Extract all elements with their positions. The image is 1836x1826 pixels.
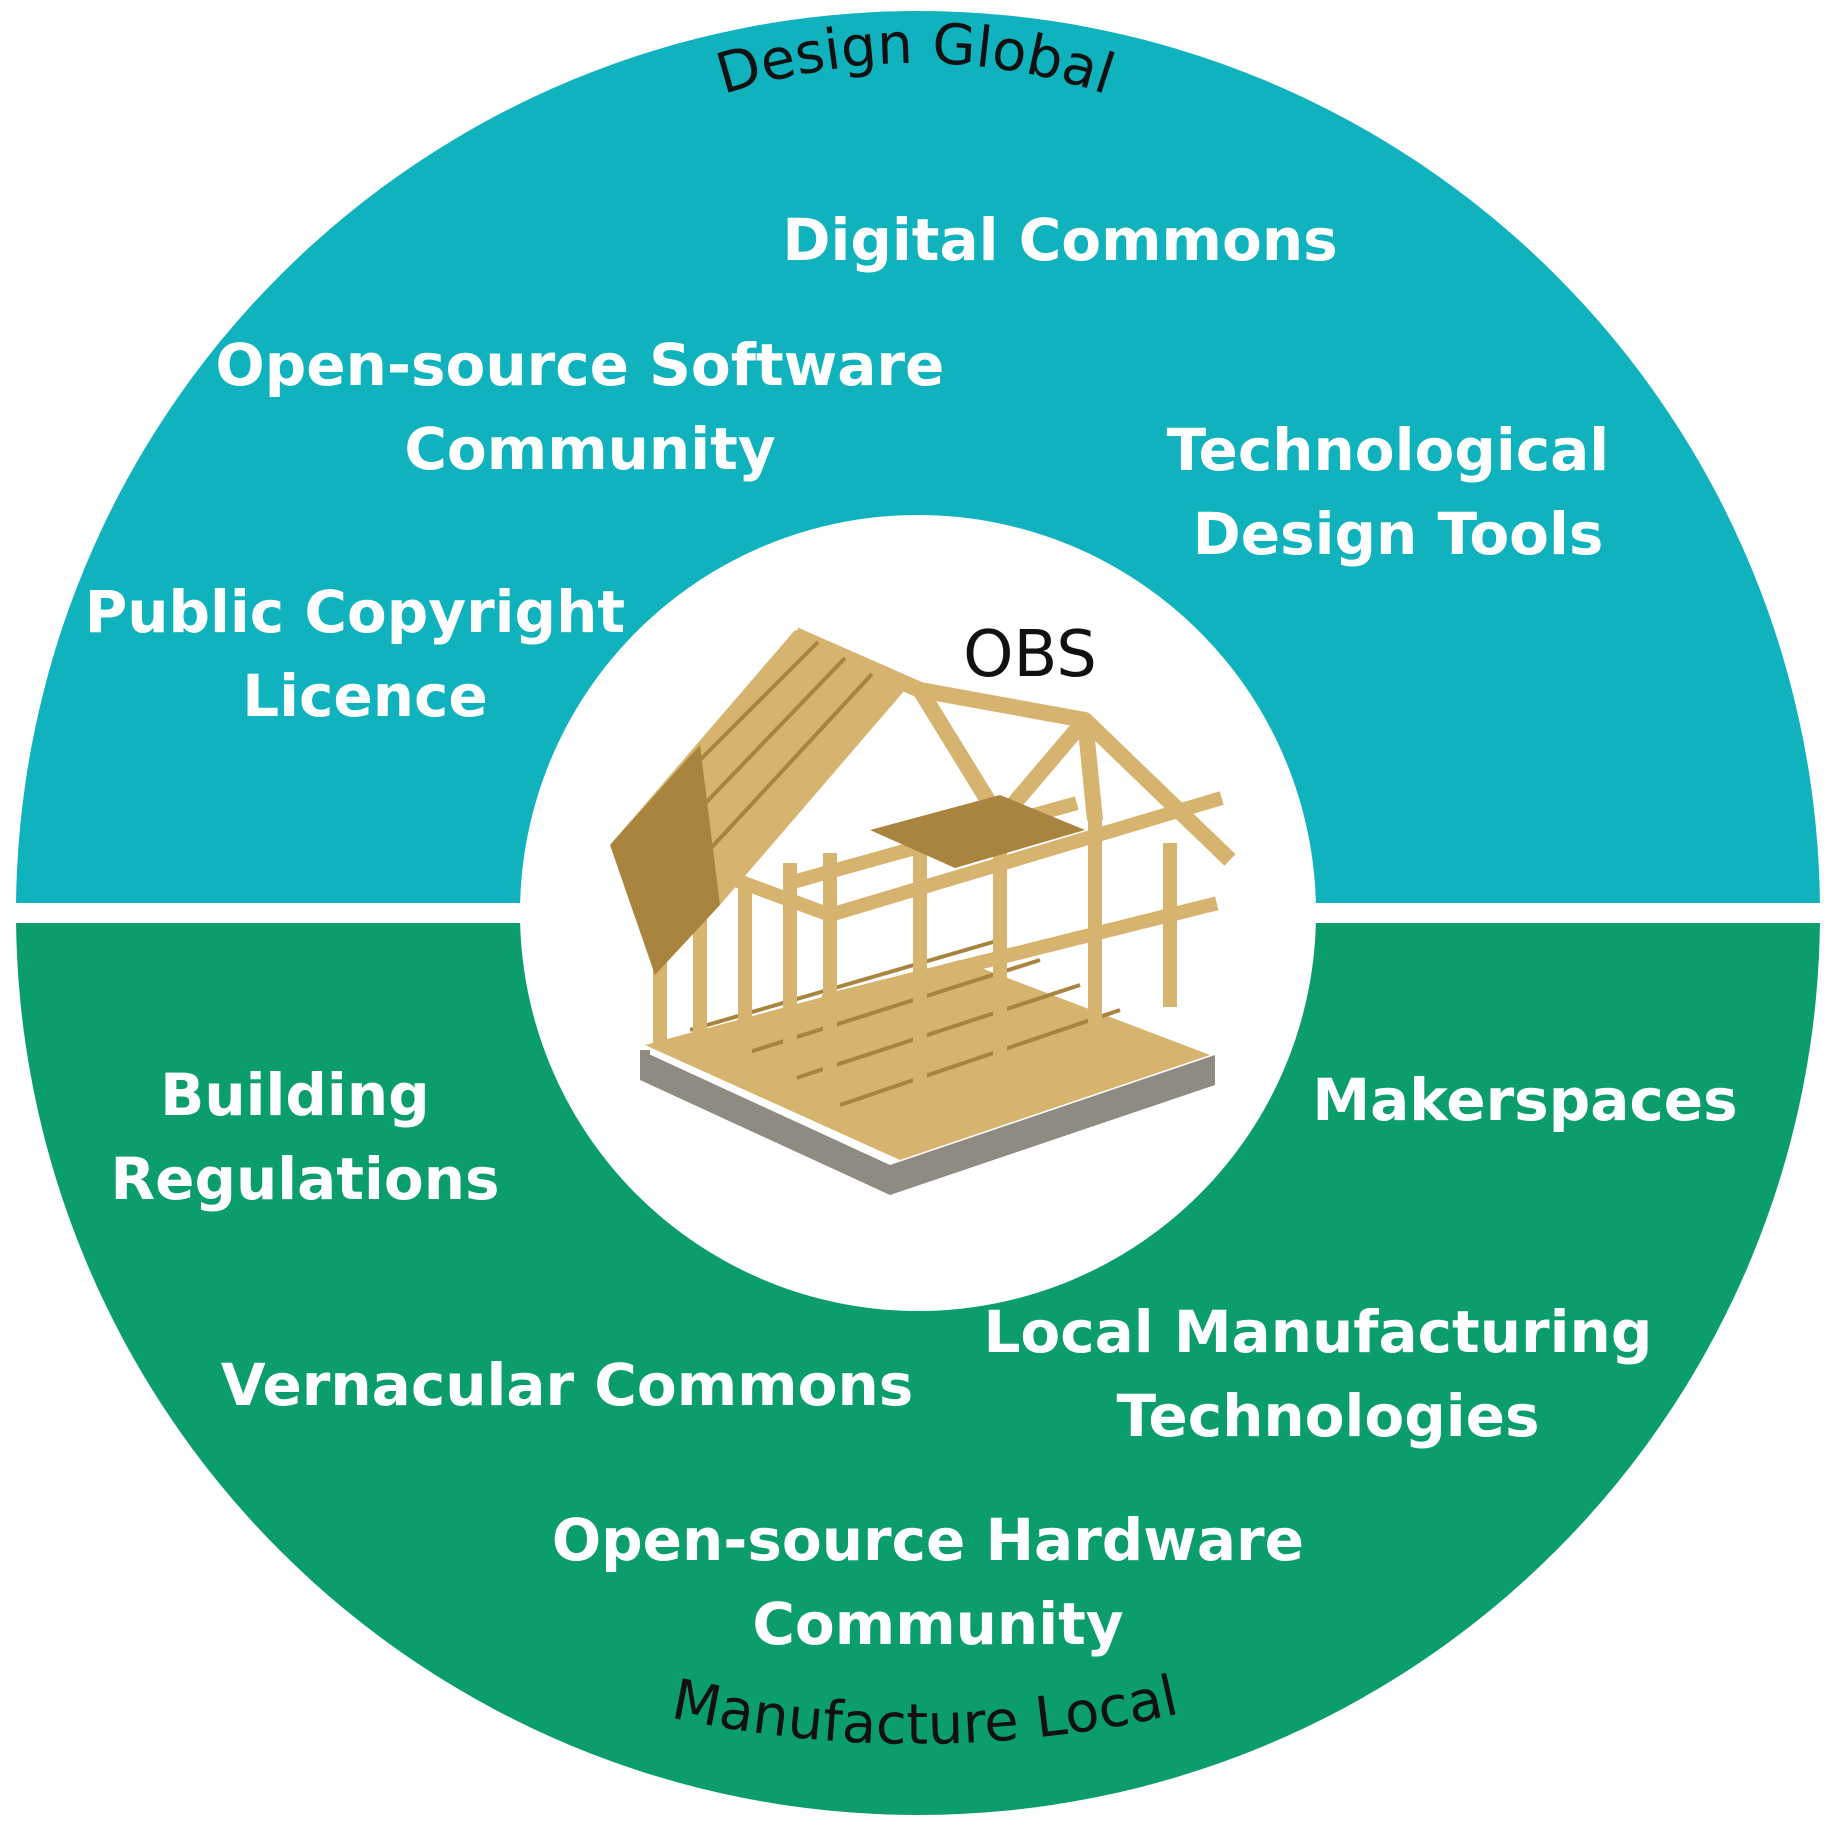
manufacture-local-half bbox=[16, 923, 1820, 1815]
obs-center-label: OBS bbox=[963, 618, 1097, 692]
makerspaces-label: Makerspaces bbox=[1312, 1066, 1737, 1134]
building-regulations-label: Building Regulations bbox=[110, 1061, 499, 1213]
digital-commons-label: Digital Commons bbox=[782, 206, 1337, 274]
open-source-software-label: Open-source Software Community bbox=[215, 331, 964, 483]
vernacular-commons-label: Vernacular Commons bbox=[221, 1351, 914, 1419]
local-manufacturing-technologies-label: Local Manufacturing Technologies bbox=[983, 1298, 1672, 1450]
open-source-hardware-label: Open-source Hardware Community bbox=[552, 1506, 1324, 1658]
technological-design-tools-label: Technological Design Tools bbox=[1167, 416, 1630, 568]
timber-frame-house-icon bbox=[610, 627, 1236, 1195]
public-copyright-licence-label: Public Copyright Licence bbox=[85, 578, 646, 730]
design-global-half bbox=[16, 11, 1820, 903]
